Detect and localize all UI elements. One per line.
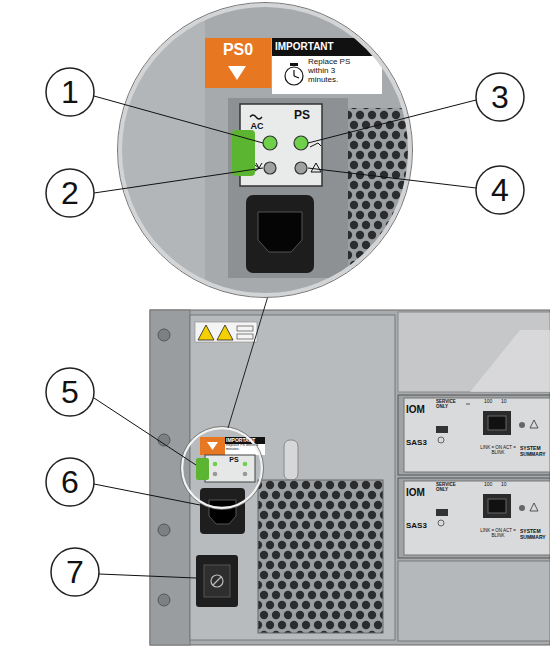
supply-id: PS0 <box>205 41 271 59</box>
callout-number: 5 <box>46 368 94 416</box>
callout-number: 2 <box>46 169 94 217</box>
speed-label: 10 <box>501 482 511 488</box>
zoom-leader <box>228 296 268 428</box>
speed-label: 10 <box>501 399 511 405</box>
callout-number: 7 <box>51 548 99 596</box>
module-name: IOM <box>406 404 436 416</box>
warning-heading: IMPORTANT <box>275 41 375 53</box>
callout-number: 6 <box>46 458 94 506</box>
speed-label: 100 <box>484 482 498 488</box>
led-label: PS <box>226 456 242 463</box>
module-name: IOM <box>406 487 436 499</box>
warning-text: Replace PS within 3 minutes. <box>308 58 364 84</box>
led-label: AC <box>244 121 270 131</box>
module-type: SAS3 <box>406 521 436 530</box>
zoom-ring <box>120 5 410 295</box>
port-label: SERVICE ONLY <box>436 483 462 492</box>
callout-number: 4 <box>476 166 524 214</box>
speed-label: 100 <box>484 399 498 405</box>
zoom-ring <box>118 3 413 298</box>
warning-text: Replace PS within 3 minutes. <box>226 444 264 452</box>
led-label: PS <box>289 109 315 123</box>
port-label: SERVICE ONLY <box>436 400 462 409</box>
warning-heading: IMPORTANT <box>226 437 266 443</box>
zoom-detail <box>115 0 418 300</box>
led-legend: LINK = ON ACT = BLINK <box>476 529 520 539</box>
led-label: SYSTEM SUMMARY <box>520 529 550 540</box>
module-type: SAS3 <box>406 438 436 447</box>
callout-number: 1 <box>46 68 94 116</box>
leader-lines <box>94 96 476 578</box>
chassis <box>150 310 550 645</box>
led-label: SYSTEM SUMMARY <box>520 446 550 457</box>
callout-circles <box>46 68 524 596</box>
callout-number: 3 <box>476 73 524 121</box>
led-legend: LINK = ON ACT = BLINK <box>476 446 520 456</box>
